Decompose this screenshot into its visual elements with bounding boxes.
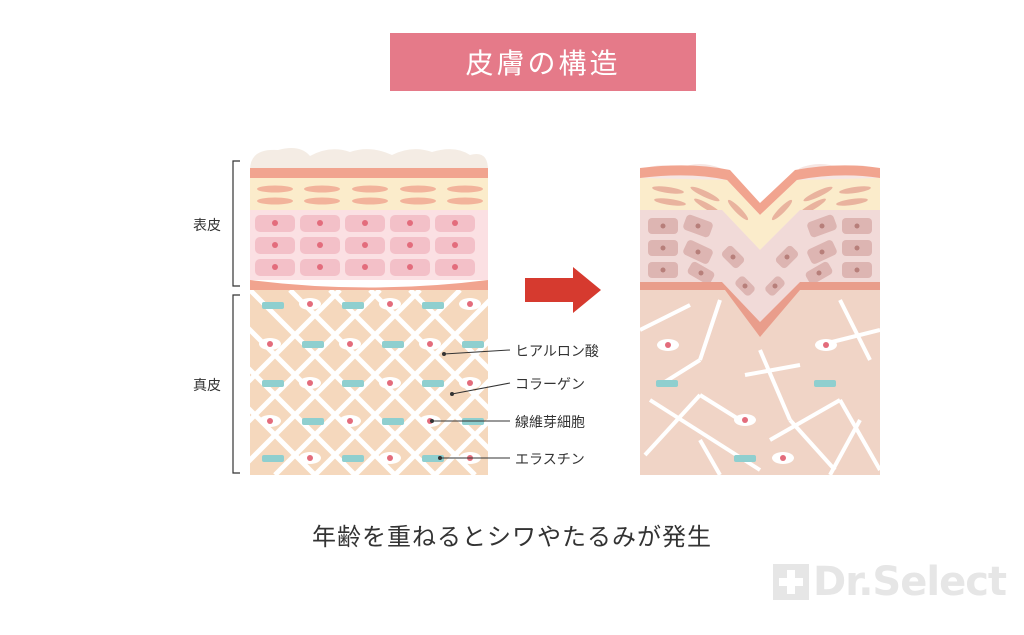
hyaluronic-acid-label: ヒアルロン酸 <box>515 344 599 360</box>
caption: 年齢を重ねるとシワやたるみが発生 <box>312 523 712 551</box>
epidermis-label: 表皮 <box>193 218 221 234</box>
logo: Dr.Select <box>773 559 1007 605</box>
dermis-bracket <box>232 294 240 474</box>
aged-skin-cross-section <box>640 164 880 475</box>
collagen-callout <box>451 382 511 395</box>
epidermis-bracket <box>232 160 240 287</box>
aged-granular-line <box>640 165 880 215</box>
elastin-label: エラスチン <box>515 452 585 468</box>
medical-cross-icon <box>773 564 809 600</box>
right-arrow-icon <box>525 267 601 313</box>
elastin-fibers <box>262 302 484 462</box>
callout-lines <box>432 349 511 459</box>
layer-brackets <box>232 160 240 474</box>
hyaluronic-acid-callout <box>443 349 511 355</box>
spinous-cells <box>255 215 475 276</box>
aged-spinous-layer <box>640 210 880 322</box>
callout-dots <box>430 352 454 460</box>
aged-spinous-nuclei <box>660 223 860 289</box>
granular-layer <box>250 178 488 210</box>
stratum-corneum <box>250 148 488 170</box>
aged-basement-membrane <box>640 282 880 340</box>
collagen-label: コラーゲン <box>515 377 585 393</box>
fibroblast-label: 線維芽細胞 <box>515 415 585 431</box>
granular-layer-line <box>250 168 488 178</box>
page-title: 皮膚の構造 <box>390 33 696 91</box>
young-skin-cross-section <box>250 148 488 475</box>
logo-text: Dr.Select <box>813 559 1007 605</box>
aged-elastin-fibers <box>656 380 836 462</box>
granular-cells <box>257 185 483 205</box>
dermis-label: 真皮 <box>193 378 221 394</box>
